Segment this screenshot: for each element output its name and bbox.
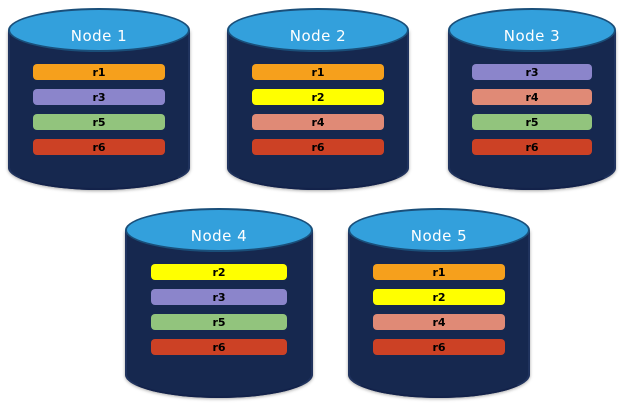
node-2-cylinder-top — [227, 8, 409, 52]
replica-bar-r3[interactable]: r3 — [471, 64, 593, 80]
replica-bar-r5[interactable]: r5 — [151, 314, 287, 330]
replica-bar-r2[interactable]: r2 — [252, 89, 384, 105]
replica-bar-r6[interactable]: r6 — [373, 339, 505, 355]
node-2-replica-list: r1 r2 r4 r6 — [227, 64, 409, 155]
replica-bar-r4[interactable]: r4 — [471, 89, 593, 105]
node-3-cylinder-top — [448, 8, 616, 52]
replica-bar-r3[interactable]: r3 — [151, 289, 287, 305]
replica-bar-r6[interactable]: r6 — [471, 139, 593, 155]
replica-bar-r6[interactable]: r6 — [151, 339, 287, 355]
node-1[interactable]: r1 r3 r5 r6 Node 1 — [8, 8, 190, 190]
node-1-cylinder-top — [8, 8, 190, 52]
replica-bar-r6[interactable]: r6 — [252, 139, 384, 155]
replica-bar-r3[interactable]: r3 — [33, 89, 165, 105]
node-2[interactable]: r1 r2 r4 r6 Node 2 — [227, 8, 409, 190]
node-5[interactable]: r1 r2 r4 r6 Node 5 — [348, 208, 530, 398]
replica-bar-r1[interactable]: r1 — [373, 264, 505, 280]
node-2-label: Node 2 — [289, 27, 347, 45]
replica-bar-r2[interactable]: r2 — [151, 264, 287, 280]
node-4[interactable]: r2 r3 r5 r6 Node 4 — [125, 208, 313, 398]
node-4-replica-list: r2 r3 r5 r6 — [125, 264, 313, 355]
node-1-label: Node 1 — [70, 27, 128, 45]
replica-bar-r1[interactable]: r1 — [33, 64, 165, 80]
replica-bar-r1[interactable]: r1 — [252, 64, 384, 80]
replica-bar-r6[interactable]: r6 — [33, 139, 165, 155]
node-4-cylinder-top — [125, 208, 313, 252]
replica-bar-r4[interactable]: r4 — [373, 314, 505, 330]
node-1-replica-list: r1 r3 r5 r6 — [8, 64, 190, 155]
replica-bar-r5[interactable]: r5 — [471, 114, 593, 130]
node-3-label: Node 3 — [503, 27, 561, 45]
node-3[interactable]: r3 r4 r5 r6 Node 3 — [448, 8, 616, 190]
node-3-replica-list: r3 r4 r5 r6 — [448, 64, 616, 155]
replica-bar-r2[interactable]: r2 — [373, 289, 505, 305]
node-2-cylinder-body — [227, 30, 409, 190]
node-3-cylinder-body — [448, 30, 616, 190]
node-5-label: Node 5 — [410, 227, 468, 245]
node-1-cylinder-body — [8, 30, 190, 190]
node-5-cylinder-top — [348, 208, 530, 252]
node-4-label: Node 4 — [190, 227, 248, 245]
replica-bar-r4[interactable]: r4 — [252, 114, 384, 130]
replica-bar-r5[interactable]: r5 — [33, 114, 165, 130]
node-5-replica-list: r1 r2 r4 r6 — [348, 264, 530, 355]
